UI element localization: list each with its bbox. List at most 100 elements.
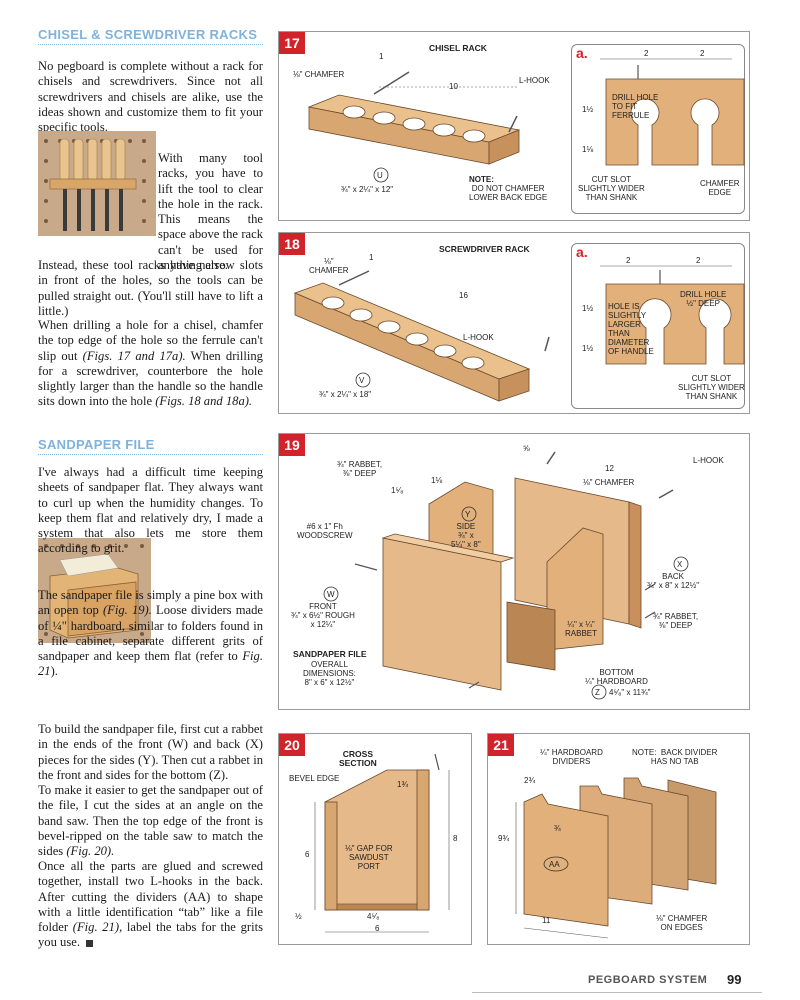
detail-drill-note: DRILL HOLE ½" DEEP xyxy=(680,290,727,308)
part-dimensions: ¾" x 2¼" x 12" xyxy=(341,185,394,194)
sandpaper-paragraph-4: To make it easier to get the sandpaper o… xyxy=(38,783,263,859)
note-title: NOTE: xyxy=(469,175,494,184)
detail-slot-note: CUT SLOT SLIGHTLY WIDER THAN SHANK xyxy=(578,175,645,202)
figure-title: SCREWDRIVER RACK xyxy=(439,244,530,254)
figure-title: CHISEL RACK xyxy=(429,43,487,53)
dimension-1-1-8: 1⅛ xyxy=(431,476,443,485)
sawdust-gap-label: ⅛" GAP FOR SAWDUST PORT xyxy=(345,844,393,871)
dimension-5-8: ⅝ xyxy=(523,444,530,453)
detail-a-box: a. 2 2 HOLE IS SLIGHTLY LARGER THAN DIAM… xyxy=(571,243,745,409)
detail-a-drawing xyxy=(600,58,745,166)
footer-section-title: PEGBOARD SYSTEM xyxy=(588,974,708,986)
chisel-intro-paragraph: No pegboard is complete without a rack f… xyxy=(38,59,263,135)
dimension-length: 10 xyxy=(449,82,458,91)
detail-a-drawing xyxy=(600,265,745,365)
figure-20-panel: 20 CROSS SECTION BEVEL EDGE 1¾ 6 8 ⅛" GA… xyxy=(278,733,472,945)
part-dimensions: ¾" x 2¼" x 18" xyxy=(319,390,372,399)
figure-number: 19 xyxy=(279,434,305,456)
bottom-dimensions: 4⁵⁄₈" x 11¾" xyxy=(609,688,651,697)
divider-note: NOTE: BACK DIVIDER HAS NO TAB xyxy=(632,748,718,766)
rabbet-top-label: ¾" RABBET, ⅜" DEEP xyxy=(337,460,383,478)
sandpaper-p2-text-c: ). xyxy=(50,664,58,679)
chamfer-label: ⅛" CHAMFER xyxy=(583,478,635,487)
sandpaper-p2-figref-a: (Fig. 19). xyxy=(102,603,152,618)
figure-number: 21 xyxy=(488,734,514,756)
note-text: DO NOT CHAMFER LOWER BACK EDGE xyxy=(469,184,548,202)
chisel-paragraph-4: When drilling a hole for a chisel, chamf… xyxy=(38,318,263,410)
dimension-12: 12 xyxy=(605,464,614,473)
page-number: 99 xyxy=(727,972,742,987)
dimension-3-4: ¾ xyxy=(554,824,561,833)
end-mark xyxy=(85,940,93,948)
dimension-8-height: 8 xyxy=(453,834,458,843)
section-heading-sandpaper: SANDPAPER FILE xyxy=(38,437,155,452)
detail-a-box: a. 2 2 DRILL HOLE TO FIT FERRULE 1½ 1⅛ C… xyxy=(571,44,745,214)
part-letter-v: V xyxy=(359,376,365,385)
part-letter-z: Z xyxy=(595,688,600,697)
front-label: FRONT ¾" x 6½" ROUGH x 12¼" xyxy=(291,602,355,629)
section-heading-chisel: CHISEL & SCREWDRIVER RACKS xyxy=(38,27,258,42)
dimension-6-width: 6 xyxy=(375,924,380,933)
part-letter-w: W xyxy=(327,590,335,599)
sandpaper-p4-text: To make it easier to get the sandpaper o… xyxy=(38,783,263,859)
dimension-6-height: 6 xyxy=(305,850,310,859)
detail-a-label: a. xyxy=(576,45,588,61)
l-hook-label: L-HOOK xyxy=(693,456,724,465)
chisel-paragraph-2a: With many tool racks, you have to lift t… xyxy=(158,151,263,273)
side-label: SIDE ¾" x 5¼" x 8" xyxy=(451,522,481,549)
figure-number: 17 xyxy=(279,32,305,54)
rabbet-right-label: ¾" RABBET, ⅜" DEEP xyxy=(653,612,699,630)
l-hook-label: L-HOOK xyxy=(519,76,550,85)
dimension-1-3-4: 1¾ xyxy=(397,780,409,789)
l-hook-label: L-HOOK xyxy=(463,333,494,342)
detail-dimension-2a: 2 xyxy=(644,49,649,58)
sandpaper-p5-text-a: Once all the parts are glued and screwed… xyxy=(38,859,263,935)
dimension-4-5-8: 4⁵⁄₈ xyxy=(367,912,380,921)
figure-number: 20 xyxy=(279,734,305,756)
dividers-label: ¼" HARDBOARD DIVIDERS xyxy=(540,748,603,766)
dimension-11: 11 xyxy=(542,916,551,925)
chisel-paragraph-3: Instead, these tool racks have narrow sl… xyxy=(38,258,263,318)
sandpaper-paragraph-3: To build the sandpaper file, first cut a… xyxy=(38,722,263,782)
chisel-p4-text-b: When drilling for a screwdriver, counter… xyxy=(38,348,263,409)
cross-section-title: CROSS SECTION xyxy=(339,749,377,768)
sandpaper-paragraph-2: The sandpaper file is simply a pine box … xyxy=(38,588,263,680)
chisel-p4-text-a: When drilling a hole for a chisel, chamf… xyxy=(38,318,263,363)
part-letter-aa: AA xyxy=(549,860,560,869)
screwdriver-rack-drawing xyxy=(293,270,550,402)
chisel-p4-figref-b: (Figs. 18 and 18a). xyxy=(155,394,253,409)
back-label: BACK ¾" x 8" x 12½" xyxy=(647,572,700,590)
dimension-9-3-4: 9¾ xyxy=(498,834,510,843)
rabbet-small-label: ¼" x ¼" RABBET xyxy=(565,620,598,638)
sandpaper-p5-text-b: , label the tabs for the grits you use. xyxy=(38,920,263,950)
sandpaper-file-exploded-drawing xyxy=(323,451,689,700)
detail-drill-note: DRILL HOLE TO FIT FERRULE xyxy=(612,93,659,120)
figure-21-panel: 21 ¼" HARDBOARD DIVIDERS NOTE: BACK DIVI… xyxy=(487,733,750,945)
dimension-2-3-4: 2¾ xyxy=(524,776,536,785)
chisel-rack-drawing xyxy=(307,71,521,183)
detail-dimension-height2: 1½ xyxy=(582,344,594,353)
edge-chamfer-label: ⅛" CHAMFER ON EDGES xyxy=(656,914,708,932)
detail-slot-note: CUT SLOT SLIGHTLY WIDER THAN SHANK xyxy=(678,374,745,401)
detail-dimension-height1: 1½ xyxy=(582,105,594,114)
figure-19-panel: 19 ¾" RABBET, ⅜" DEEP 1⁵⁄₈ 1⅛ ⅝ 12 L-HOO… xyxy=(278,433,750,710)
sandpaper-p5-figref: (Fig. 21) xyxy=(72,920,120,935)
dimension-length: 16 xyxy=(459,291,468,300)
woodscrew-label: #6 x 1" Fh WOODSCREW xyxy=(297,522,353,540)
sandpaper-p2-text-b: Loose dividers made of ¼" hardboard, sim… xyxy=(38,603,263,664)
part-letter-y: Y xyxy=(465,510,471,519)
overall-dimensions: OVERALL DIMENSIONS: 8" x 6" x 12½" xyxy=(303,660,356,687)
heading-rule xyxy=(38,44,263,45)
heading-rule xyxy=(38,454,263,455)
detail-dimension-2a: 2 xyxy=(626,256,631,265)
dimension-half: ½ xyxy=(295,912,302,921)
bottom-label: BOTTOM ¼" HARDBOARD xyxy=(585,668,648,686)
dividers-drawing xyxy=(515,777,717,939)
dimension-one: 1 xyxy=(369,253,374,262)
bevel-edge-label: BEVEL EDGE xyxy=(289,774,340,783)
figure-number: 18 xyxy=(279,233,305,255)
sandpaper-p2-figref-b: Fig. 21 xyxy=(38,649,263,679)
dimension-one: 1 xyxy=(379,52,384,61)
part-letter-u: U xyxy=(377,171,383,180)
chisel-p4-figref-a: (Figs. 17 and 17a). xyxy=(82,348,186,363)
